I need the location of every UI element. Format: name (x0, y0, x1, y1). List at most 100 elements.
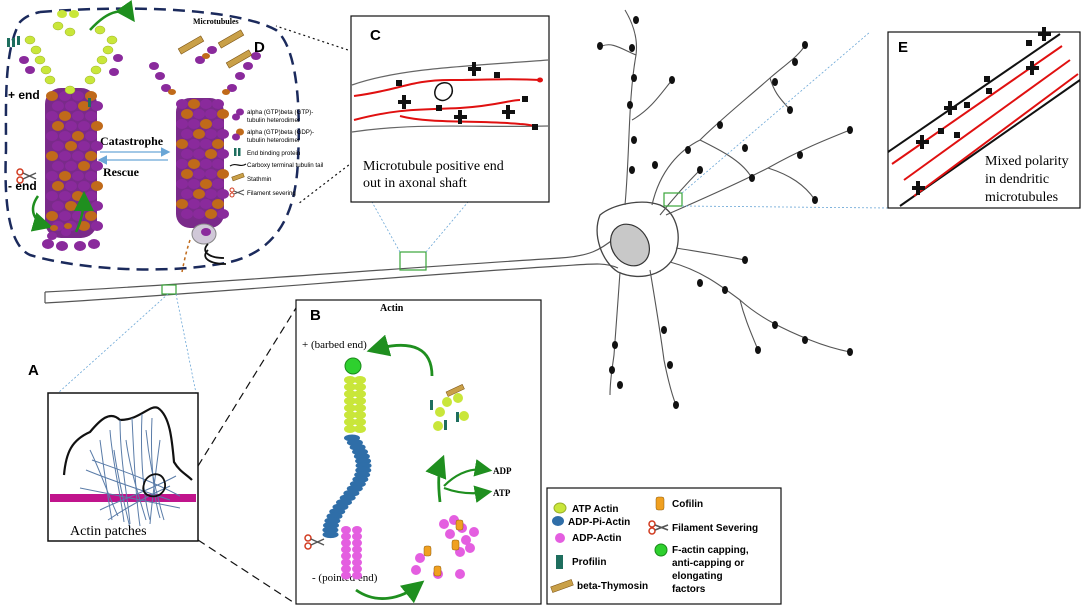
subunit-bead (205, 149, 217, 159)
subunit-bead (354, 425, 366, 433)
subunit-bead (46, 131, 58, 141)
minus-end-label: - end (8, 179, 37, 193)
subunit-bead (205, 129, 217, 139)
catastrophe-label: Catastrophe (100, 134, 164, 148)
capping-icon (654, 543, 668, 557)
subunit-bead (352, 532, 362, 541)
subunit-bead (341, 539, 351, 547)
subunit-bead (352, 539, 362, 547)
panel-d-dashed-outline (4, 7, 301, 271)
barbed-end-label: + (barbed end) (302, 339, 367, 351)
subunit-bead (341, 558, 351, 567)
legend-carboxy-tail: Carboxy terminal tubulin tail (247, 162, 323, 169)
subunit-bead (59, 191, 71, 201)
subunit-bead (212, 199, 224, 209)
subunit-bead (176, 199, 188, 209)
panel-d-title: Microtubules (193, 17, 239, 26)
subunit-bead (181, 209, 193, 219)
subunit-bead (354, 376, 366, 384)
subunit-bead (52, 141, 64, 151)
subunit-bead (212, 139, 224, 149)
subunit-bead (176, 139, 188, 149)
subunit-bead (212, 99, 224, 109)
subunit-bead (46, 171, 58, 181)
subunit-bead (65, 161, 77, 171)
subunit-bead (341, 571, 351, 580)
subunit-bead (52, 181, 64, 191)
subunit-bead (78, 181, 90, 191)
subunit-bead (344, 383, 356, 391)
subunit-bead (344, 404, 356, 412)
subunit-bead (352, 565, 362, 573)
legend-end-binding-protein: End binding protein (247, 150, 301, 157)
panel-a-letter: A (28, 362, 39, 379)
legend-filament-severing-actin: Filament Severing (672, 523, 758, 534)
legend-atp-actin: ATP Actin (572, 504, 618, 515)
atp-actin-icon (553, 502, 567, 514)
zoom-box-dendrite (663, 192, 683, 207)
subunit-bead (344, 425, 356, 433)
subunit-bead (322, 531, 339, 539)
subunit-bead (341, 532, 351, 541)
subunit-bead (46, 151, 58, 161)
panel-b-title: Actin (380, 303, 404, 314)
subunit-bead (176, 179, 188, 189)
nucleus (609, 223, 651, 267)
subunit-bead (72, 131, 84, 141)
actin-patch-filaments (79, 413, 181, 529)
subunit-bead (65, 121, 77, 131)
subunit-bead (193, 109, 205, 119)
subunit-bead (52, 201, 64, 211)
subunit-bead (181, 129, 193, 139)
subunit-bead (78, 101, 90, 111)
subunit-bead (354, 383, 366, 391)
subunit-bead (341, 526, 351, 534)
subunit-bead (72, 151, 84, 161)
panel-c-caption-line2: out in axonal shaft (363, 176, 467, 191)
panel-c-caption-line1: Microtubule positive end (363, 159, 504, 174)
subunit-bead (344, 411, 356, 419)
subunit-bead (72, 91, 84, 101)
actin-legend: ATP Actin ADP-Pi-Actin ADP-Actin Profili… (546, 487, 782, 605)
microtubule-left (7, 0, 135, 251)
subunit-bead (212, 119, 224, 129)
subunit-bead (46, 211, 58, 221)
adp-pi-actin-icon (552, 516, 564, 526)
subunit-bead (59, 131, 71, 141)
profilin-icon (556, 555, 563, 569)
subunit-bead (200, 159, 212, 169)
panel-e-dendritic: E Mixed polarity in dendritic microtubul… (887, 27, 1081, 209)
legend-gdp-dimer-line2: tubulin heterodimer (247, 137, 300, 144)
subunit-bead (85, 171, 97, 181)
soma (596, 201, 679, 278)
subunit-bead (188, 199, 200, 209)
axon (44, 237, 619, 304)
rescue-label: Rescue (103, 165, 140, 179)
subunit-bead (181, 189, 193, 199)
subunit-bead (78, 141, 90, 151)
legend-stathmin: Stathmin (247, 176, 272, 183)
subunit-bead (85, 151, 97, 161)
subunit-bead (344, 418, 356, 426)
carboxy-tail-icon (229, 163, 247, 167)
subunit-bead (46, 91, 58, 101)
subunit-bead (352, 571, 362, 580)
subunit-bead (352, 545, 362, 554)
legend-filament-severing: Filament severing (247, 190, 296, 197)
subunit-bead (59, 211, 71, 221)
subunit-bead (91, 121, 103, 131)
end-binding-protein-icon (234, 148, 241, 156)
subunit-bead (85, 131, 97, 141)
legend-gdp-dimer-line1: alpha (GTP)beta (GDP)- (247, 129, 314, 136)
subunit-bead (205, 189, 217, 199)
subunit-bead (188, 119, 200, 129)
beta-thymosin-icon (550, 579, 574, 593)
subunit-bead (205, 209, 217, 219)
panel-d-letter: D (254, 39, 265, 56)
panel-e-letter: E (898, 39, 908, 56)
legend-adp-pi-actin: ADP-Pi-Actin (568, 517, 630, 528)
legend-beta-thymosin: beta-Thymosin (577, 581, 648, 592)
subunit-bead (72, 111, 84, 121)
neuron (44, 9, 853, 409)
panel-c-letter: C (370, 27, 381, 44)
